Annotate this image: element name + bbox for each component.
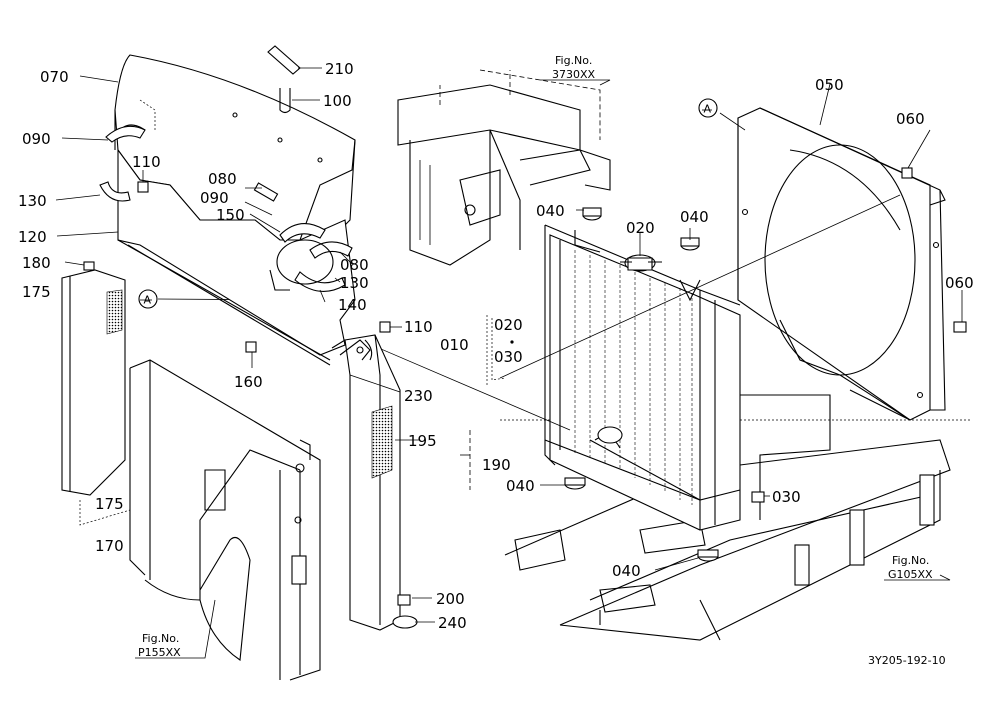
label-140: 140 [338,296,367,314]
right-side-panel [344,334,401,631]
frame-bracket-3 [794,544,810,586]
label-050: 050 [815,76,844,94]
label-160: 160 [234,373,263,391]
label-020-b: 020 [494,316,523,334]
fig-g105xx-title: Fig.No. [892,554,929,567]
label-040-d: 040 [612,562,641,580]
fig-ref-3730xx: Fig.No. 3730XX [552,54,596,81]
label-060-b: 060 [945,274,974,292]
label-100: 100 [323,92,352,110]
label-090-a: 090 [22,130,51,148]
label-030-b: 030 [772,488,801,506]
reference-lines [157,112,901,431]
fig-g105xx-number: G105XX [888,568,933,581]
drawing-code: 3Y205-192-10 [868,654,946,667]
label-040-b: 040 [680,208,709,226]
bolts [751,167,967,503]
mark-a-right-text: A [704,103,712,116]
fig-ref-g105xx: Fig.No. G105XX [888,554,933,581]
label-080-a: 080 [208,170,237,188]
left-side-panel [61,269,131,526]
hose-rod [331,339,371,361]
label-150: 150 [216,206,245,224]
fig-ref-lines [135,79,951,659]
label-230: 230 [404,387,433,405]
reference-mark-a-left: A [138,289,158,309]
label-200: 200 [436,590,465,608]
fig-ref-p155xx: Fig.No. P155XX [138,632,181,659]
rubber-mounts [564,207,719,562]
left-support-frame [129,359,321,681]
label-240: 240 [438,614,467,632]
upper-engine-bracket [397,69,611,266]
label-060-a: 060 [896,110,925,128]
reference-mark-a-right: A [698,98,718,118]
label-210: 210 [325,60,354,78]
label-040-a: 040 [536,202,565,220]
label-175-b: 175 [95,495,124,513]
fig-p155xx-title: Fig.No. [142,632,179,645]
label-090-b: 090 [200,189,229,207]
fan-shroud [737,107,946,421]
frame-bracket-1 [849,509,865,566]
label-040-c: 040 [506,477,535,495]
mark-a-left-text: A [144,294,152,307]
label-120: 120 [18,228,47,246]
label-180: 180 [22,254,51,272]
fig-3730xx-number: 3730XX [552,68,596,81]
fig-3730xx-title: Fig.No. [555,54,592,67]
label-190: 190 [482,456,511,474]
label-175-a: 175 [22,283,51,301]
fig-p155xx-number: P155XX [138,646,181,659]
rubber-seals [99,125,353,292]
leader-lines [55,67,963,623]
label-080-b: 080 [340,256,369,274]
label-020-a: 020 [626,219,655,237]
label-195: 195 [408,432,437,450]
chassis-frame [500,299,970,641]
label-130-b: 130 [340,274,369,292]
label-110-b: 110 [404,318,433,336]
radiator-cap [620,254,662,272]
rear-panel [117,148,356,366]
label-110-a: 110 [132,153,161,171]
bracket-group-010 [486,315,514,385]
label-010: 010 [440,336,469,354]
frame-bracket-2 [919,474,935,526]
radiator-core [544,224,741,531]
label-130-a: 130 [18,192,47,210]
label-170: 170 [95,537,124,555]
part-labels: 070 210 100 090 110 130 120 080 090 150 … [18,60,974,632]
label-070: 070 [40,68,69,86]
label-030-a: 030 [494,348,523,366]
